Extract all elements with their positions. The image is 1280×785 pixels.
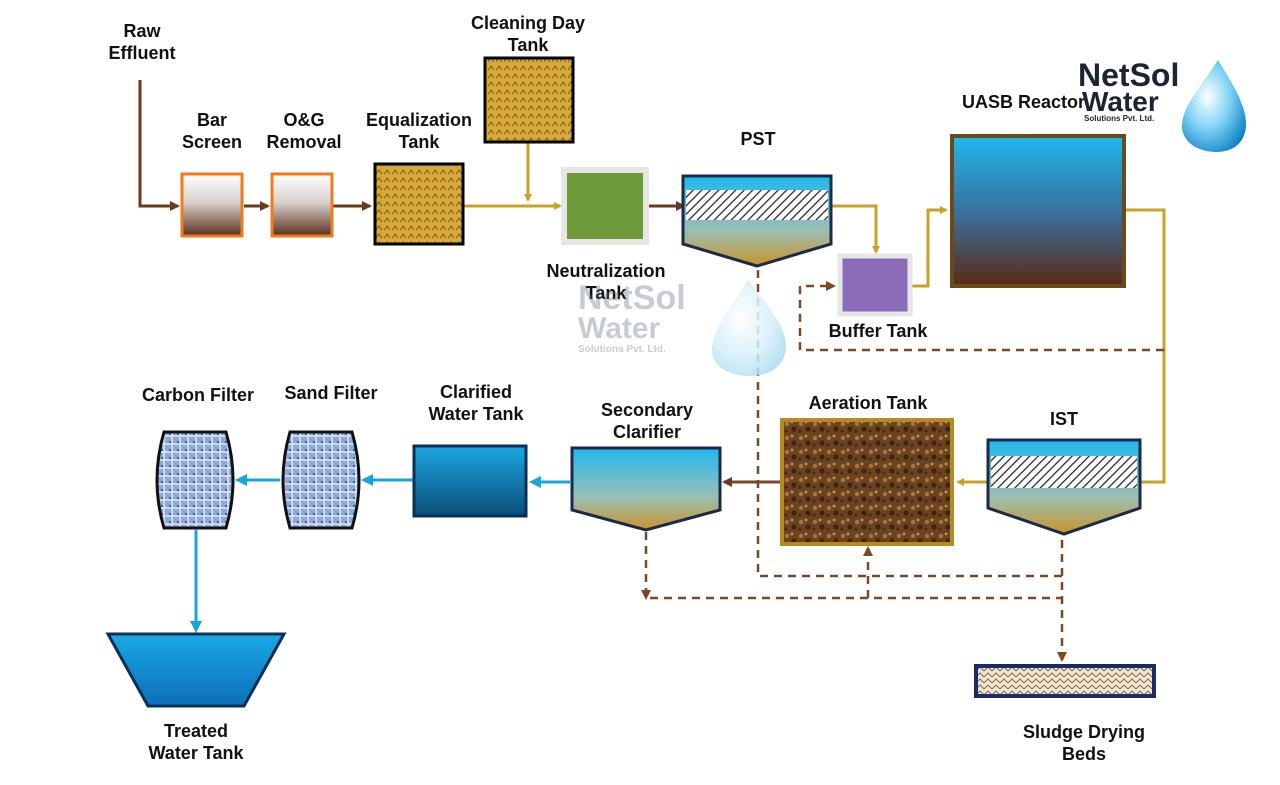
water-drop-icon — [1182, 60, 1246, 152]
equalization-tank — [373, 162, 465, 246]
carbon-filter-label: Carbon Filter — [141, 385, 254, 405]
line-buffer-to-uasb — [912, 206, 948, 288]
watermark-logo: NetSol Water Solutions Pvt. Ltd. — [578, 279, 728, 355]
secondary-clarifier-label: Secondary Clarifier — [600, 400, 694, 442]
sand-filter — [281, 430, 361, 530]
og-removal-unit — [270, 172, 334, 238]
sludge-drying-beds-label: Sludge Drying Beds — [1022, 722, 1145, 764]
uasb-reactor — [950, 134, 1126, 288]
secondary-clarifier — [570, 446, 722, 532]
clarified-water-tank — [412, 444, 528, 518]
ist-label: IST — [1049, 409, 1078, 429]
buffer-tank-label: Buffer Tank — [828, 321, 928, 341]
neutralization-tank — [561, 167, 649, 245]
watermark-name-line2: Water — [578, 312, 661, 345]
watermark-name-line1: NetSol — [578, 279, 686, 317]
water-drop-icon — [712, 280, 786, 376]
logo-name-line2: Water — [1082, 86, 1159, 117]
company-logo: NetSol Water Solutions Pvt. Ltd. — [1078, 57, 1188, 123]
aeration-tank — [780, 418, 954, 546]
logo-tagline: Solutions Pvt. Ltd. — [1084, 114, 1155, 123]
logo-name-line1: NetSol — [1078, 57, 1180, 93]
og-removal-label: O&G Removal — [266, 110, 342, 152]
clarified-water-tank-label: Clarified Water Tank — [428, 382, 524, 424]
equalization-tank-label: Equalization Tank — [365, 110, 472, 152]
cleaning-day-tank — [483, 56, 575, 144]
pst-label: PST — [740, 129, 776, 149]
watermark-tagline: Solutions Pvt. Ltd. — [578, 344, 666, 355]
carbon-filter — [155, 430, 235, 530]
buffer-tank — [837, 253, 913, 317]
line-pst-to-buffer — [830, 204, 880, 254]
pst-clarifier — [681, 174, 833, 268]
ist-clarifier — [986, 438, 1142, 536]
bar-screen — [180, 172, 244, 238]
uasb-reactor-label: UASB Reactor — [962, 92, 1086, 112]
aeration-tank-label: Aeration Tank — [808, 393, 928, 413]
line-uasb-to-ist — [1124, 208, 1166, 484]
neutralization-tank-label: Neutralization Tank — [546, 261, 666, 303]
raw-effluent-label: Raw Effluent — [108, 21, 176, 63]
cleaning-day-tank-label: Cleaning Day Tank — [470, 13, 586, 55]
sand-filter-label: Sand Filter — [284, 383, 378, 403]
bar-screen-label: Bar Screen — [181, 110, 243, 152]
sludge-drying-beds — [974, 664, 1156, 698]
raw-effluent-line — [138, 80, 180, 211]
treated-water-tank-label: Treated Water Tank — [148, 721, 244, 763]
treated-water-tank — [105, 632, 287, 708]
